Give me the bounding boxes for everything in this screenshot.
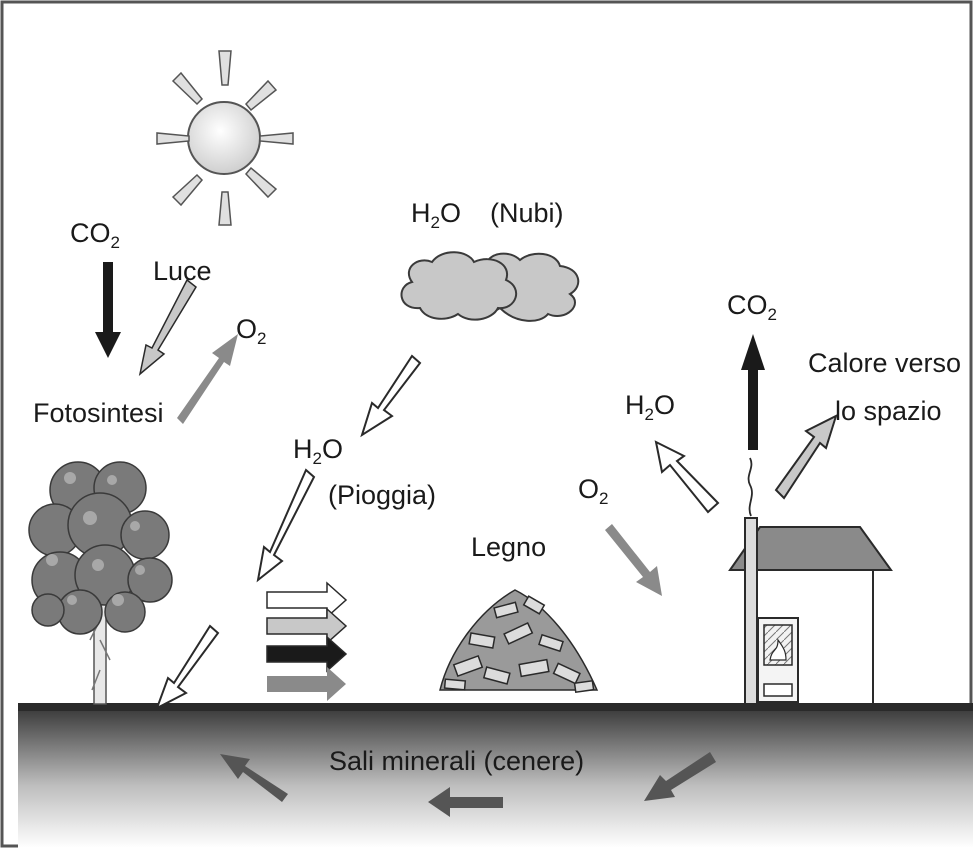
label-nubi: (Nubi)	[490, 198, 564, 228]
label-fotosintesi: Fotosintesi	[33, 398, 164, 428]
sun-icon	[156, 50, 294, 226]
label-luce: Luce	[153, 256, 212, 286]
cloud-icon	[400, 251, 580, 322]
label-calore-line1: Calore verso	[808, 348, 962, 378]
arrow-rain-cloud	[360, 354, 422, 438]
label-pioggia: (Pioggia)	[328, 480, 437, 510]
house-icon	[728, 457, 893, 705]
label-h2o-nubi: H2O	[411, 198, 461, 232]
label-sali-minerali: Sali minerali (cenere)	[329, 746, 585, 776]
arrow-co2-house	[741, 334, 765, 450]
label-calore-line2: lo spazio	[835, 396, 942, 426]
tree-icon	[28, 461, 173, 705]
arrow-co2-down	[95, 262, 121, 358]
label-o2-left: O2	[236, 314, 267, 348]
label-legno: Legno	[471, 532, 547, 562]
arrow-luce	[138, 278, 197, 376]
arrow-tree-ground	[155, 624, 220, 711]
ground	[18, 703, 973, 848]
mineral-cycle-arrows	[220, 752, 716, 817]
arrow-heat	[774, 414, 838, 500]
label-h2o-house: H2O	[625, 390, 675, 424]
arrow-h2o-house	[654, 440, 720, 514]
arrow-o2-mid	[605, 524, 662, 596]
label-co2-left: CO2	[70, 218, 120, 252]
label-co2-house: CO2	[727, 290, 777, 324]
runoff-arrows	[266, 581, 348, 701]
arrow-o2-left	[177, 334, 238, 424]
label-o2-mid: O2	[578, 474, 609, 508]
wood-pile-icon	[439, 589, 599, 694]
label-h2o-pioggia: H2O	[293, 434, 343, 468]
arrow-rain-down	[256, 468, 316, 583]
